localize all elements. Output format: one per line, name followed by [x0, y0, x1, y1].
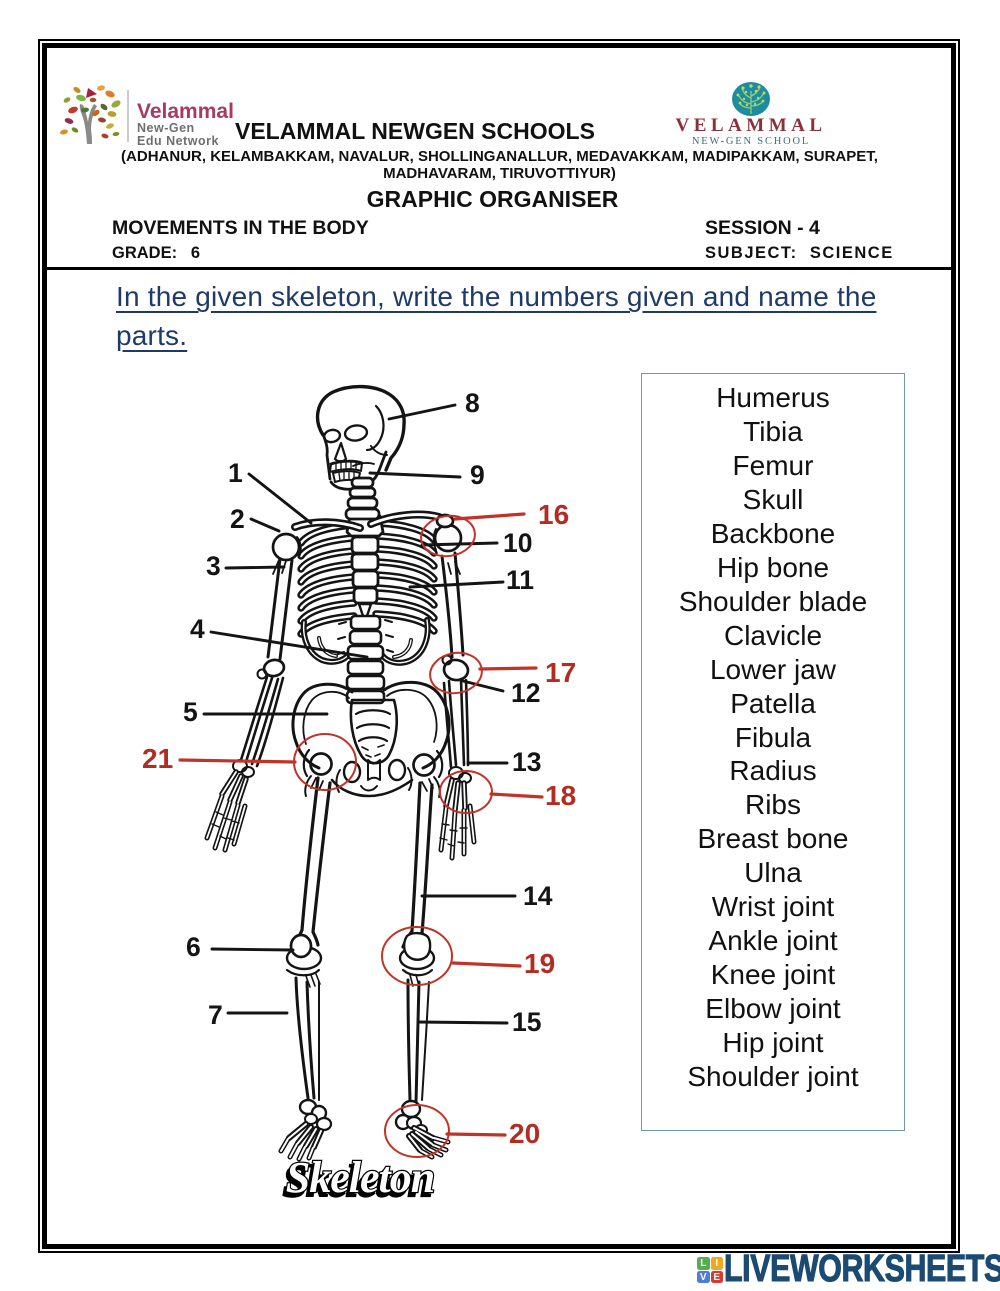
svg-text:4: 4 — [190, 614, 205, 644]
svg-text:5: 5 — [183, 697, 198, 727]
svg-text:18: 18 — [545, 780, 576, 811]
svg-text:Edu Network: Edu Network — [137, 134, 219, 148]
svg-text:14: 14 — [523, 881, 553, 911]
svg-text:9: 9 — [470, 460, 485, 490]
svg-text:19: 19 — [524, 948, 555, 979]
svg-text:Velammal: Velammal — [137, 100, 234, 123]
svg-text:11: 11 — [506, 565, 534, 595]
svg-text:Skeleton: Skeleton — [283, 1157, 431, 1206]
svg-text:NEW-GEN SCHOOL: NEW-GEN SCHOOL — [692, 136, 810, 147]
svg-text:VELAMMAL: VELAMMAL — [675, 115, 826, 136]
svg-text:21: 21 — [142, 743, 173, 774]
svg-text:1: 1 — [228, 458, 243, 488]
svg-text:7: 7 — [208, 1000, 223, 1030]
svg-text:New-Gen: New-Gen — [137, 121, 195, 135]
svg-text:17: 17 — [545, 657, 576, 688]
svg-text:Skeleton: Skeleton — [286, 1153, 434, 1202]
svg-text:2: 2 — [230, 504, 245, 534]
svg-text:15: 15 — [512, 1007, 541, 1037]
svg-text:20: 20 — [509, 1118, 540, 1149]
svg-text:16: 16 — [538, 499, 569, 530]
svg-text:6: 6 — [186, 932, 201, 962]
svg-text:3: 3 — [206, 551, 221, 581]
svg-text:12: 12 — [511, 678, 540, 708]
svg-text:8: 8 — [465, 388, 480, 418]
svg-text:13: 13 — [512, 747, 541, 777]
svg-text:10: 10 — [503, 528, 532, 558]
